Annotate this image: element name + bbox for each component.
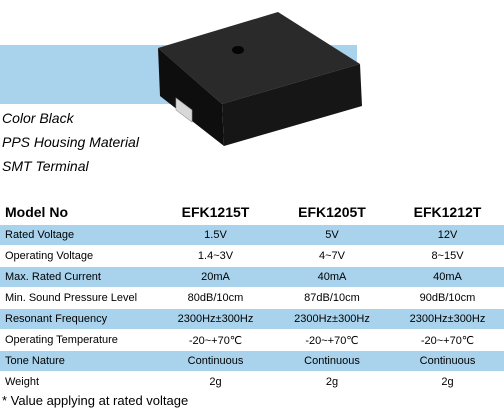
cell: 1.4~3V	[158, 245, 273, 267]
column-header-efk1212t: EFK1212T	[391, 199, 504, 225]
column-header-model: Model No	[0, 199, 158, 225]
table-row: Operating Temperature -20~+70℃ -20~+70℃ …	[0, 329, 504, 351]
feature-list: Color Black PPS Housing Material SMT Ter…	[2, 110, 139, 182]
table-row: Tone Nature Continuous Continuous Contin…	[0, 350, 504, 372]
row-label: Rated Voltage	[0, 224, 158, 246]
table-row: Operating Voltage 1.4~3V 4~7V 8~15V	[0, 245, 504, 267]
cell: 5V	[273, 224, 391, 246]
cell: Continuous	[158, 350, 273, 372]
cell: Continuous	[391, 350, 504, 372]
row-label: Operating Temperature	[0, 329, 158, 351]
feature-terminal: SMT Terminal	[2, 158, 89, 174]
cell: 2300Hz±300Hz	[391, 308, 504, 330]
footnote: * Value applying at rated voltage	[2, 393, 189, 408]
cell: 2g	[391, 371, 504, 392]
row-label: Resonant Frequency	[0, 308, 158, 330]
row-label: Max. Rated Current	[0, 266, 158, 288]
table-row: Min. Sound Pressure Level 80dB/10cm 87dB…	[0, 287, 504, 309]
table-row: Resonant Frequency 2300Hz±300Hz 2300Hz±3…	[0, 308, 504, 330]
table-row: Max. Rated Current 20mA 40mA 40mA	[0, 266, 504, 288]
feature-color: Color Black	[2, 110, 74, 126]
cell: -20~+70℃	[158, 329, 273, 351]
cell: -20~+70℃	[273, 329, 391, 351]
table-header-row: Model No EFK1215T EFK1205T EFK1212T	[0, 199, 504, 225]
buzzer-product-image	[158, 12, 362, 146]
cell: 90dB/10cm	[391, 287, 504, 309]
cell: 12V	[391, 224, 504, 246]
cell: 2300Hz±300Hz	[273, 308, 391, 330]
row-label: Tone Nature	[0, 350, 158, 372]
cell: 2g	[158, 371, 273, 392]
cell: 8~15V	[391, 245, 504, 267]
cell: 87dB/10cm	[273, 287, 391, 309]
cell: 40mA	[273, 266, 391, 288]
cell: Continuous	[273, 350, 391, 372]
cell: 4~7V	[273, 245, 391, 267]
column-header-efk1205t: EFK1205T	[273, 199, 391, 225]
row-label: Operating Voltage	[0, 245, 158, 267]
cell: -20~+70℃	[391, 329, 504, 351]
cell: 80dB/10cm	[158, 287, 273, 309]
cell: 20mA	[158, 266, 273, 288]
feature-housing: PPS Housing Material	[2, 134, 139, 150]
spec-table: Model No EFK1215T EFK1205T EFK1212T Rate…	[0, 199, 504, 392]
cell: 1.5V	[158, 224, 273, 246]
row-label: Weight	[0, 371, 158, 392]
column-header-efk1215t: EFK1215T	[158, 199, 273, 225]
table-row: Weight 2g 2g 2g	[0, 371, 504, 392]
table-row: Rated Voltage 1.5V 5V 12V	[0, 224, 504, 246]
cell: 40mA	[391, 266, 504, 288]
row-label: Min. Sound Pressure Level	[0, 287, 158, 309]
cell: 2300Hz±300Hz	[158, 308, 273, 330]
cell: 2g	[273, 371, 391, 392]
